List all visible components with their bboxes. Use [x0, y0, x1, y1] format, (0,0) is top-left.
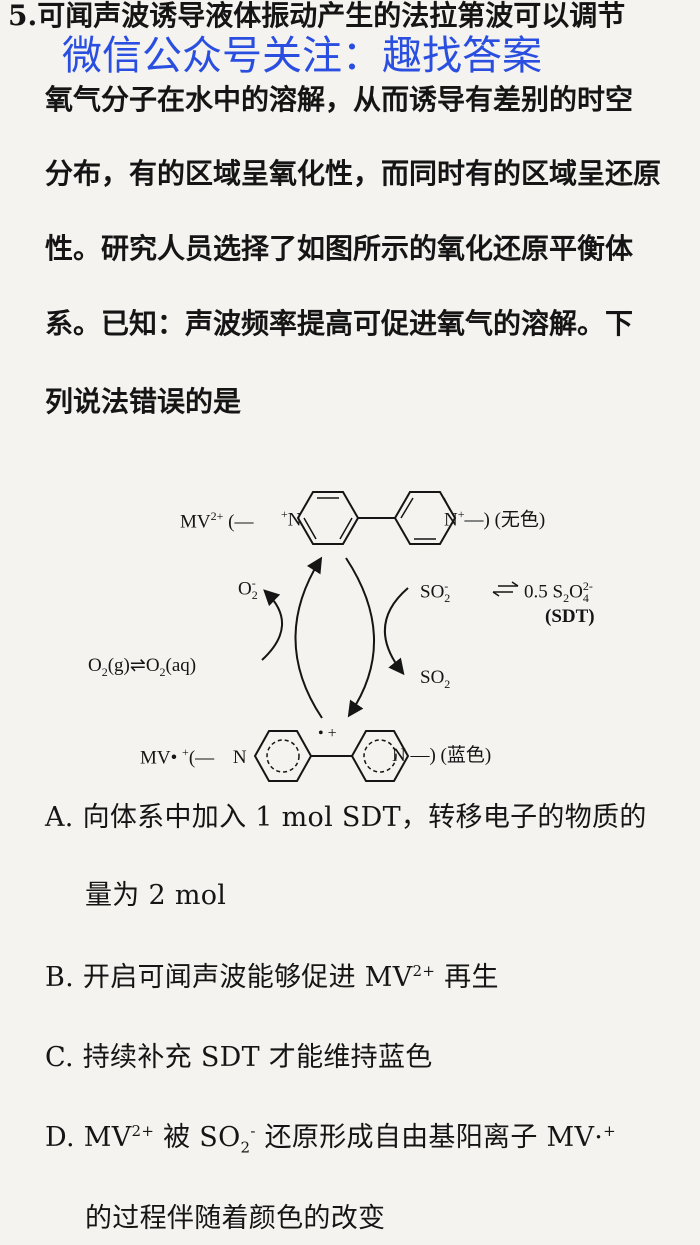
option-d-continued: 的过程伴随着颜色的改变 [85, 1203, 386, 1234]
n-left: +N [281, 507, 302, 531]
sdt-formula: 0.5 S2O42- [524, 579, 593, 606]
superoxide-label: O2- [238, 576, 258, 603]
arrow-so2 [383, 587, 409, 676]
arrow-reduction [345, 557, 375, 718]
arrow-o2 [261, 589, 283, 661]
sdt-name: (SDT) [545, 606, 595, 627]
oxygen-equilibrium: O2(g)⇌O2(aq) [88, 655, 197, 679]
option-a-continued: 量为 2 mol [85, 880, 227, 911]
question-line-2: 氧气分子在水中的溶解，从而诱导有差别的时空 [45, 83, 634, 116]
question-line-5: 系。已知：声波频率提高可促进氧气的溶解。下 [45, 307, 634, 340]
mv-radical-label: MV• +(— N [140, 745, 247, 769]
mv2-label: MV2+ (— [180, 509, 254, 533]
so2-label: SO2 [420, 667, 451, 691]
equilibrium-arrow [493, 585, 518, 593]
radical-center: • + [318, 725, 337, 742]
n-right-radical: N —) (蓝色) [392, 745, 492, 766]
option-b[interactable]: B. 开启可闻声波能够促进 MV2+ 再生 [45, 962, 499, 993]
arrow-oxidation [294, 556, 323, 719]
pyridinium-ring [393, 491, 457, 545]
question-line-6: 列说法错误的是 [45, 385, 242, 418]
option-c[interactable]: C. 持续补充 SDT 才能维持蓝色 [45, 1042, 433, 1073]
question-line-3: 分布，有的区域呈氧化性，而同时有的区域呈还原 [45, 157, 662, 190]
radical-ring [350, 730, 410, 782]
so2-radical-label: SO2- [420, 579, 451, 606]
option-d[interactable]: D. MV2+ 被 SO2- 还原形成自由基阳离子 MV·+ [45, 1122, 617, 1157]
option-a[interactable]: A. 向体系中加入 1 mol SDT，转移电子的物质的 [45, 802, 647, 833]
diagram-structure [253, 491, 519, 782]
radical-ring [253, 730, 313, 782]
question-number: 5. [8, 0, 38, 32]
pyridinium-ring [296, 491, 360, 545]
watermark: 微信公众号关注：趣找答案 [62, 33, 542, 79]
question-line-1: 5.可闻声波诱导液体振动产生的法拉第波可以调节 [8, 0, 625, 32]
question-line-4: 性。研究人员选择了如图所示的氧化还原平衡体 [45, 232, 634, 265]
question-text: 可闻声波诱导液体振动产生的法拉第波可以调节 [37, 0, 626, 32]
n-right: N+—) (无色) [444, 507, 546, 531]
